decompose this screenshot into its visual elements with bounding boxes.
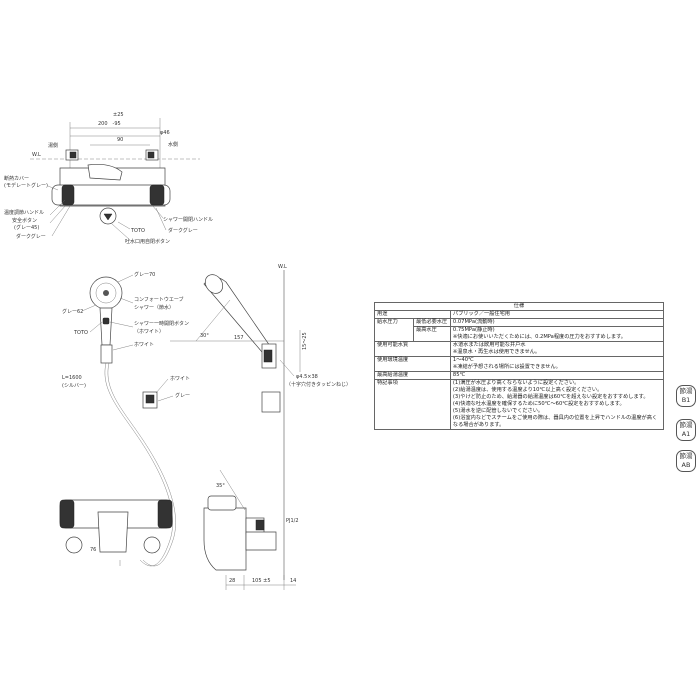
spec-value-line: (2)給湯温度は、使用する温度より10℃以上高く設定ください。 bbox=[452, 387, 603, 393]
water-saving-badge-b1: 節湯 B1 bbox=[676, 385, 696, 407]
wl-label-top: W.L bbox=[32, 152, 41, 158]
angle-35: 35° bbox=[216, 483, 225, 489]
spec-row-value: パブリック／一般住宅用 bbox=[449, 310, 665, 319]
heat-guard-label-1: 断熱カバー bbox=[4, 175, 29, 182]
dim-pm25: ±25 bbox=[113, 112, 124, 118]
spec-row: 使用環境温度 1～40℃ ※凍結が予想される場所には設置できません。 bbox=[374, 356, 665, 372]
shower-handle-label: シャワー開閉ハンドル bbox=[163, 217, 213, 223]
badge-bottom-text: AB bbox=[681, 461, 691, 469]
spec-row-label: 最高給湯温度 bbox=[374, 371, 451, 380]
screw-label-1: φ4.5×38 bbox=[296, 374, 318, 380]
spec-value-line: 1～40℃ bbox=[452, 357, 474, 363]
top-view: ±25 200 -95 90 φ46 W.L 湯側 水側 断熱カバー (モデレー… bbox=[4, 112, 213, 245]
angle-30: 30° bbox=[200, 333, 209, 339]
dark-gray-label-1: ダークグレー bbox=[16, 233, 46, 240]
spec-row: 給水圧力 最低必要水圧 0.07MPa(流動時) bbox=[374, 318, 665, 342]
spec-value-line: 水道水または飲用可能な井戸水 bbox=[452, 342, 526, 348]
spec-row-label: 用途 bbox=[374, 310, 451, 319]
pause-button-label-2: （ホワイト） bbox=[134, 329, 164, 335]
spec-value-line: (4)快適な吐水温度を確保するために50℃～60℃設定をおすすめします。 bbox=[452, 401, 625, 407]
badge-top-text: 節湯 bbox=[679, 421, 693, 429]
spec-value-line: (5)湯水を逆に配管しないでください。 bbox=[452, 408, 544, 414]
pj-label: PJ1/2 bbox=[286, 518, 299, 524]
spec-row-value: 85℃ bbox=[449, 371, 665, 380]
dim-200-95: 200 -95 bbox=[98, 121, 121, 127]
hose-label-1: L=1600 bbox=[62, 375, 82, 381]
spec-table: 仕様 用途 パブリック／一般住宅用 給水圧力 最低必要水圧 0.07MPa(流動… bbox=[374, 302, 665, 430]
hose-label-2: (シルバー) bbox=[62, 383, 86, 389]
spec-row-value: 0.07MPa(流動時) bbox=[449, 318, 665, 327]
water-saving-badge-ab: 節湯 AB bbox=[676, 450, 696, 472]
dim-105: 105 ±5 bbox=[252, 578, 271, 584]
dim-phi46: φ46 bbox=[160, 130, 170, 136]
dim-76: 76 bbox=[90, 547, 96, 553]
spec-row-label: 特記事項 bbox=[374, 379, 451, 430]
spec-value-line: (3)やけど防止のため、給湯器の給湯温度は60℃を超えない設定をおすすめします。 bbox=[452, 394, 649, 400]
spec-row-sublabel: 最高水圧 bbox=[413, 326, 451, 342]
spec-row-sublabel: 最低必要水圧 bbox=[413, 318, 451, 327]
white-label-2: ホワイト bbox=[170, 376, 190, 382]
pause-button-label-1: シャワー一時開閉ボタン bbox=[134, 320, 189, 327]
spec-row: 使用可能水質 水道水または飲用可能な井戸水 ※温泉水・再生水は使用できません。 bbox=[374, 341, 665, 357]
badge-top-text: 節湯 bbox=[679, 452, 693, 460]
spec-title: 仕様 bbox=[374, 302, 664, 311]
badge-top-text: 節湯 bbox=[679, 387, 693, 395]
comfort-wave-label-1: コンフォートウエーブ bbox=[134, 296, 184, 303]
water-saving-badge-a1: 節湯 A1 bbox=[676, 419, 696, 441]
dim-15-25: 15～25 bbox=[302, 332, 308, 350]
toto-label-top: TOTO bbox=[130, 228, 145, 234]
spec-row-value: 0.75MPa(静止時) ※快適にお使いいただくためには、0.2MPa程度の圧力… bbox=[449, 326, 665, 342]
cold-side-label: 水側 bbox=[168, 141, 178, 148]
spec-row-label: 使用可能水質 bbox=[374, 341, 451, 357]
gray70-label: グレー70 bbox=[134, 271, 155, 278]
safety-button-label-1: 安全ボタン bbox=[12, 217, 37, 224]
spec-value-line: 0.75MPa(静止時) bbox=[452, 327, 495, 333]
dim-157: 157 bbox=[234, 335, 244, 341]
spec-header-row: 仕様 bbox=[374, 302, 664, 311]
spec-row-value: 1～40℃ ※凍結が予想される場所には設置できません。 bbox=[449, 356, 665, 372]
spout-button-label: 吐水口用自閉ボタン bbox=[125, 238, 170, 245]
dim-90: 90 bbox=[117, 137, 123, 143]
gray62-label: グレー62 bbox=[62, 308, 83, 315]
screw-label-2: （十字穴付きタッピンねじ） bbox=[286, 381, 351, 388]
spec-row: 最高給湯温度 85℃ bbox=[374, 371, 665, 380]
spec-value-line: ※温泉水・再生水は使用できません。 bbox=[452, 349, 541, 355]
spec-value-line: ※快適にお使いいただくためには、0.2MPa程度の圧力をおすすめします。 bbox=[452, 334, 626, 340]
spec-row-value: (1)满圧が水圧より高くならないように設定ください。 (2)給湯温度は、使用する… bbox=[449, 379, 665, 430]
wl-label-side: W.L bbox=[278, 264, 287, 270]
heat-guard-label-2: (モデレートグレー) bbox=[4, 182, 48, 189]
front-view: 76 35° PJ1/2 28 105 ±5 14 bbox=[59, 469, 299, 590]
temp-handle-label: 温度調節ハンドル bbox=[4, 209, 44, 216]
spec-value-line: (1)满圧が水圧より高くならないように設定ください。 bbox=[452, 380, 580, 386]
comfort-wave-label-2: シャワー（節水） bbox=[134, 304, 174, 311]
spec-row-value: 水道水または飲用可能な井戸水 ※温泉水・再生水は使用できません。 bbox=[449, 341, 665, 357]
spec-row-label: 使用環境温度 bbox=[374, 356, 451, 372]
spec-value-line: ※凍結が予想される場所には設置できません。 bbox=[452, 364, 561, 370]
safety-button-label-2: (グレー45) bbox=[14, 224, 39, 231]
gray-label: グレー bbox=[175, 392, 190, 399]
spec-value-line: (6)浴室内などでスチームをご使用の際は、器具内の位置を上昇でハンドルの温度が高… bbox=[452, 415, 658, 428]
spec-row: 用途 パブリック／一般住宅用 bbox=[374, 310, 665, 319]
badge-bottom-text: B1 bbox=[681, 396, 691, 404]
hot-side-label: 湯側 bbox=[48, 142, 58, 149]
dim-28: 28 bbox=[229, 578, 235, 584]
dim-14: 14 bbox=[290, 578, 296, 584]
dark-gray-label-2: ダークグレー bbox=[168, 227, 198, 234]
toto-label-shower: TOTO bbox=[73, 330, 88, 336]
spec-row: 最高水圧 0.75MPa(静止時) ※快適にお使いいただくためには、0.2MPa… bbox=[375, 326, 665, 342]
badge-bottom-text: A1 bbox=[681, 430, 691, 438]
spec-row-label: 給水圧力 bbox=[374, 318, 414, 342]
white-label-1: ホワイト bbox=[134, 342, 154, 348]
spec-row: 特記事項 (1)满圧が水圧より高くならないように設定ください。 (2)給湯温度は… bbox=[374, 379, 665, 430]
